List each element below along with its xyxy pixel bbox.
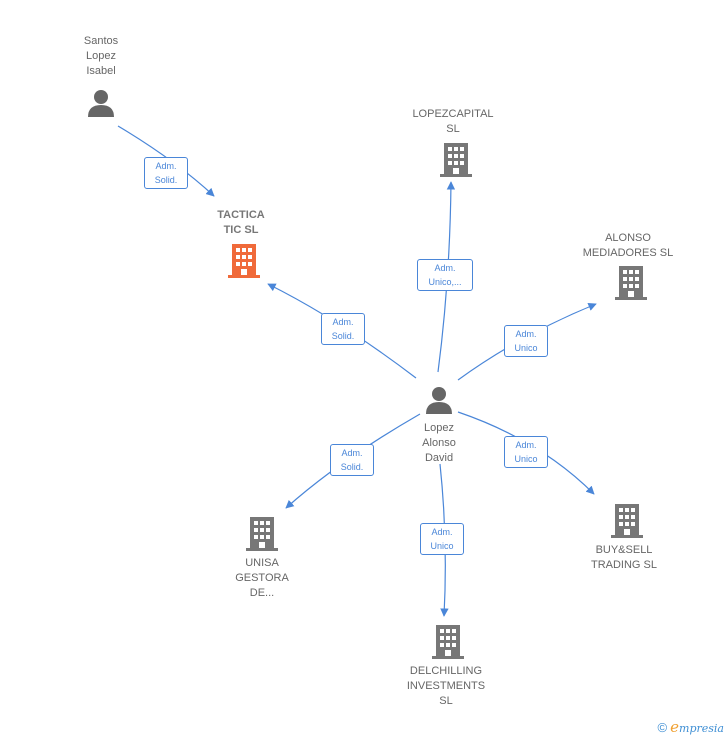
edge-label-david-lopezcapital: Adm. Unico,... bbox=[417, 259, 473, 291]
brand-initial: e bbox=[670, 718, 680, 736]
building-icon-alonso bbox=[615, 266, 647, 300]
node-label-buysell[interactable]: BUY&SELL TRADING SL bbox=[590, 544, 657, 571]
person-icon-david bbox=[426, 387, 452, 414]
empresia-watermark: © empresia bbox=[657, 718, 724, 736]
edge-label-david-unisa: Adm. Solid. bbox=[330, 444, 374, 476]
copyright-symbol: © bbox=[657, 720, 668, 735]
node-label-santos[interactable]: Santos Lopez Isabel bbox=[83, 35, 119, 77]
node-label-unisa[interactable]: UNISA GESTORA DE... bbox=[235, 557, 289, 599]
edge-label-david-delchilling: Adm. Unico bbox=[420, 523, 464, 555]
node-label-alonso[interactable]: ALONSO MEDIADORES SL bbox=[582, 232, 674, 259]
node-label-david[interactable]: Lopez Alonso David bbox=[422, 422, 456, 464]
node-label-lopezcapital[interactable]: LOPEZCAPITAL SL bbox=[412, 108, 494, 135]
building-icon-tactica bbox=[228, 244, 260, 278]
edge-label-david-tactica: Adm. Solid. bbox=[321, 313, 365, 345]
building-icon-delchilling bbox=[432, 625, 464, 659]
person-icon-santos bbox=[88, 90, 114, 117]
building-icon-unisa bbox=[246, 517, 278, 551]
building-icon-buysell bbox=[611, 504, 643, 538]
edge-label-david-buysell: Adm. Unico bbox=[504, 436, 548, 468]
brand-name: mpresia bbox=[679, 722, 724, 735]
edge-label-santos-tactica: Adm. Solid. bbox=[144, 157, 188, 189]
building-icon-lopezcapital bbox=[440, 143, 472, 177]
node-label-tactica[interactable]: TACTICA TIC SL bbox=[217, 209, 265, 236]
node-label-delchilling[interactable]: DELCHILLING INVESTMENTS SL bbox=[406, 665, 486, 707]
edge-label-david-alonso: Adm. Unico bbox=[504, 325, 548, 357]
